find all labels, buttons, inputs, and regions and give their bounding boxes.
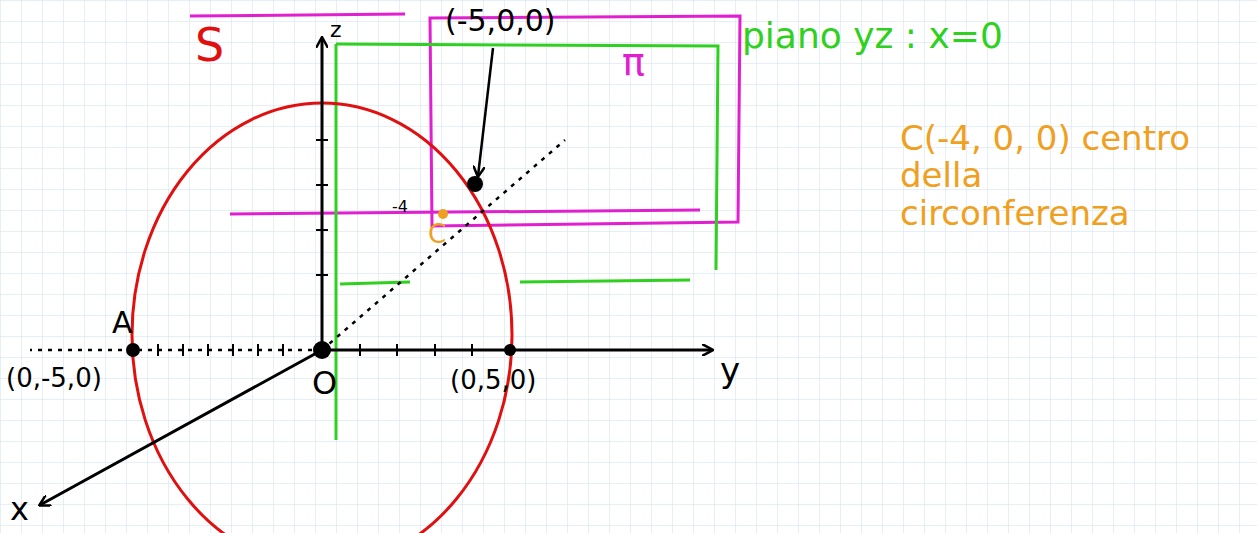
pointer-arrow [478,48,493,176]
axis-name: x [10,492,29,527]
point-coordinates: (0,5,0) [450,366,536,395]
point-name: A [112,306,133,339]
center-point [438,209,448,219]
point-a [126,343,140,357]
plane-yz [336,44,718,440]
ticks [158,140,472,356]
tick-value: -4 [392,198,408,216]
axis-name: z [330,18,342,42]
point-name: C [428,220,446,249]
sphere-name: S [195,20,224,71]
point-coordinates: (0,-5,0) [6,364,102,393]
negative-y-axis [30,349,322,352]
point [467,176,483,192]
point-coordinates: (-5,0,0) [445,4,556,37]
axes [40,38,712,505]
center-note: C(-4, 0, 0) centro della circonferenza [900,120,1220,232]
origin-name: O [312,366,337,401]
plane-equation: piano yz : x=0 [742,16,1003,56]
axis-name: y [720,352,740,389]
origin-point [313,341,331,359]
point [504,344,516,356]
plane-name: π [622,42,645,84]
negative-x-axis [322,140,565,350]
